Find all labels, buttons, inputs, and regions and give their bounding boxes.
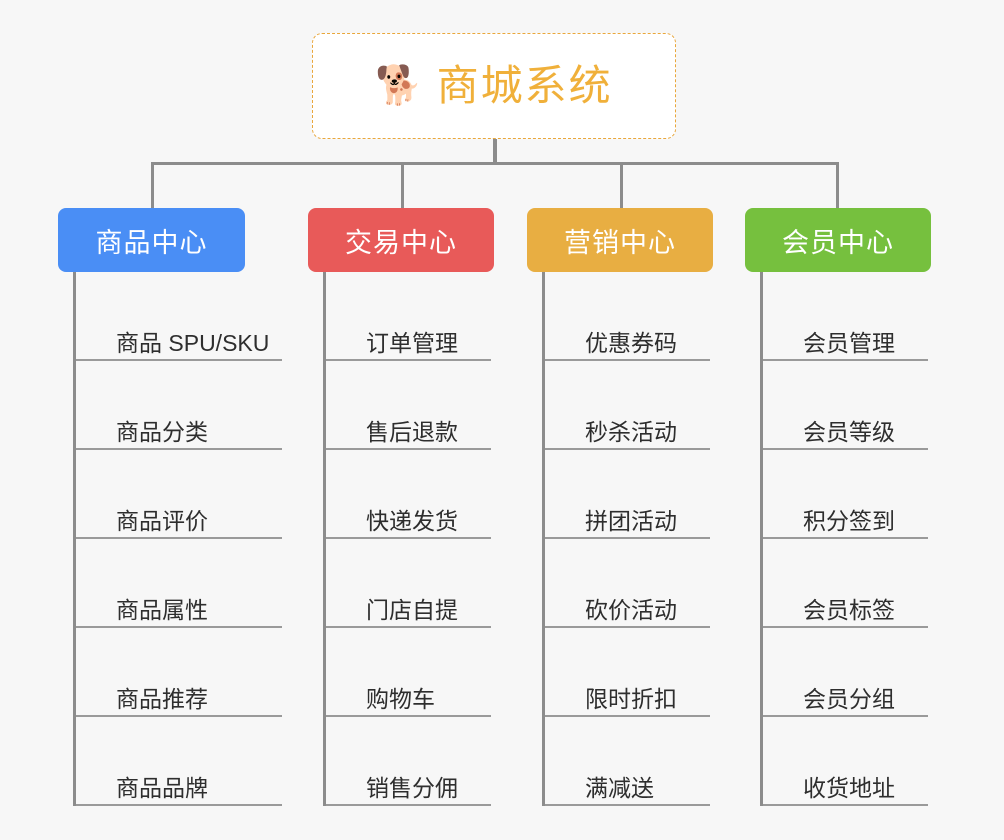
list-item[interactable]: 快递发货: [326, 450, 494, 539]
list-item-underline: [763, 804, 928, 806]
list-item[interactable]: 积分签到: [763, 450, 931, 539]
list-item-underline: [326, 448, 491, 450]
list-item[interactable]: 砍价活动: [545, 539, 713, 628]
list-item[interactable]: 会员等级: [763, 361, 931, 450]
list-item[interactable]: 会员分组: [763, 628, 931, 717]
list-item-label: 售后退款: [366, 418, 458, 445]
list-item-underline: [763, 715, 928, 717]
list-item-underline: [763, 537, 928, 539]
list-item[interactable]: 订单管理: [326, 272, 494, 361]
list-item[interactable]: 购物车: [326, 628, 494, 717]
list-item-label: 优惠券码: [585, 329, 677, 356]
list-item-label: 砍价活动: [585, 596, 677, 623]
list-item-label: 订单管理: [366, 329, 458, 356]
list-item[interactable]: 商品分类: [76, 361, 282, 450]
list-item[interactable]: 优惠券码: [545, 272, 713, 361]
list-item-underline: [763, 448, 928, 450]
category-header-4[interactable]: 会员中心: [745, 208, 931, 272]
list-item-underline: [545, 804, 710, 806]
connector-drop-1: [151, 162, 154, 210]
connector-drop-2: [401, 162, 404, 210]
list-item-label: 会员等级: [803, 418, 895, 445]
list-item-underline: [326, 715, 491, 717]
list-item-underline: [326, 626, 491, 628]
list-item-label: 秒杀活动: [585, 418, 677, 445]
list-item-underline: [76, 626, 282, 628]
list-item-underline: [545, 715, 710, 717]
list-item[interactable]: 售后退款: [326, 361, 494, 450]
category-item-list-1: 商品 SPU/SKU 商品分类商品评价商品属性商品推荐商品品牌: [73, 272, 282, 806]
category-header-label: 会员中心: [782, 227, 894, 258]
root-node-shop-system[interactable]: 🐕 商城系统: [312, 33, 676, 139]
list-item[interactable]: 商品评价: [76, 450, 282, 539]
category-item-list-2: 订单管理售后退款快递发货门店自提购物车销售分佣: [323, 272, 494, 806]
category-header-label: 交易中心: [345, 227, 457, 258]
list-item[interactable]: 商品 SPU/SKU: [76, 272, 282, 361]
category-header-label: 商品中心: [95, 227, 208, 258]
list-item-label: 积分签到: [803, 507, 895, 534]
list-item-label: 商品 SPU/SKU: [116, 329, 270, 356]
list-item-label: 限时折扣: [585, 685, 677, 712]
list-item-label: 收货地址: [803, 774, 895, 801]
list-item[interactable]: 秒杀活动: [545, 361, 713, 450]
category-column-2: 交易中心订单管理售后退款快递发货门店自提购物车销售分佣: [308, 208, 494, 806]
list-item-label: 拼团活动: [585, 507, 677, 534]
connector-drop-3: [620, 162, 623, 210]
list-item-underline: [76, 715, 282, 717]
list-item-label: 会员标签: [803, 596, 895, 623]
list-item-underline: [545, 537, 710, 539]
list-item-label: 商品属性: [116, 596, 208, 623]
connector-drop-4: [836, 162, 839, 210]
list-item-label: 商品分类: [116, 418, 208, 445]
list-item-label: 快递发货: [366, 507, 458, 534]
list-item[interactable]: 收货地址: [763, 717, 931, 806]
list-item-underline: [326, 359, 491, 361]
list-item-underline: [326, 537, 491, 539]
list-item-underline: [763, 359, 928, 361]
list-item[interactable]: 会员标签: [763, 539, 931, 628]
root-node-label: 商城系统: [436, 62, 613, 109]
list-item[interactable]: 商品推荐: [76, 628, 282, 717]
category-header-1[interactable]: 商品中心: [58, 208, 245, 272]
connector-horizontal-bus: [151, 162, 839, 165]
list-item-underline: [76, 537, 282, 539]
connector-root-stem: [493, 139, 497, 165]
list-item[interactable]: 门店自提: [326, 539, 494, 628]
category-header-3[interactable]: 营销中心: [527, 208, 713, 272]
list-item-label: 满减送: [585, 774, 654, 801]
shiba-dog-face-icon: 🐕: [375, 65, 423, 107]
list-item-underline: [76, 359, 282, 361]
category-column-3: 营销中心优惠券码秒杀活动拼团活动砍价活动限时折扣满减送: [527, 208, 713, 806]
list-item-label: 会员管理: [803, 329, 895, 356]
list-item[interactable]: 满减送: [545, 717, 713, 806]
category-header-2[interactable]: 交易中心: [308, 208, 494, 272]
list-item-underline: [545, 626, 710, 628]
list-item-label: 销售分佣: [366, 774, 458, 801]
list-item-label: 门店自提: [366, 596, 458, 623]
list-item[interactable]: 限时折扣: [545, 628, 713, 717]
list-item-label: 商品品牌: [116, 774, 208, 801]
list-item-underline: [545, 359, 710, 361]
list-item-underline: [76, 448, 282, 450]
category-column-1: 商品中心商品 SPU/SKU 商品分类商品评价商品属性商品推荐商品品牌: [58, 208, 282, 806]
category-column-4: 会员中心会员管理会员等级积分签到会员标签会员分组收货地址: [745, 208, 931, 806]
list-item-label: 购物车: [366, 685, 435, 712]
list-item[interactable]: 销售分佣: [326, 717, 494, 806]
category-item-list-3: 优惠券码秒杀活动拼团活动砍价活动限时折扣满减送: [542, 272, 713, 806]
list-item-label: 商品评价: [116, 507, 208, 534]
list-item-underline: [763, 626, 928, 628]
list-item-label: 商品推荐: [116, 685, 208, 712]
category-item-list-4: 会员管理会员等级积分签到会员标签会员分组收货地址: [760, 272, 931, 806]
list-item[interactable]: 商品属性: [76, 539, 282, 628]
list-item-label: 会员分组: [803, 685, 895, 712]
list-item[interactable]: 商品品牌: [76, 717, 282, 806]
list-item-underline: [326, 804, 491, 806]
list-item-underline: [76, 804, 282, 806]
list-item[interactable]: 拼团活动: [545, 450, 713, 539]
list-item[interactable]: 会员管理: [763, 272, 931, 361]
list-item-underline: [545, 448, 710, 450]
category-header-label: 营销中心: [564, 227, 676, 258]
